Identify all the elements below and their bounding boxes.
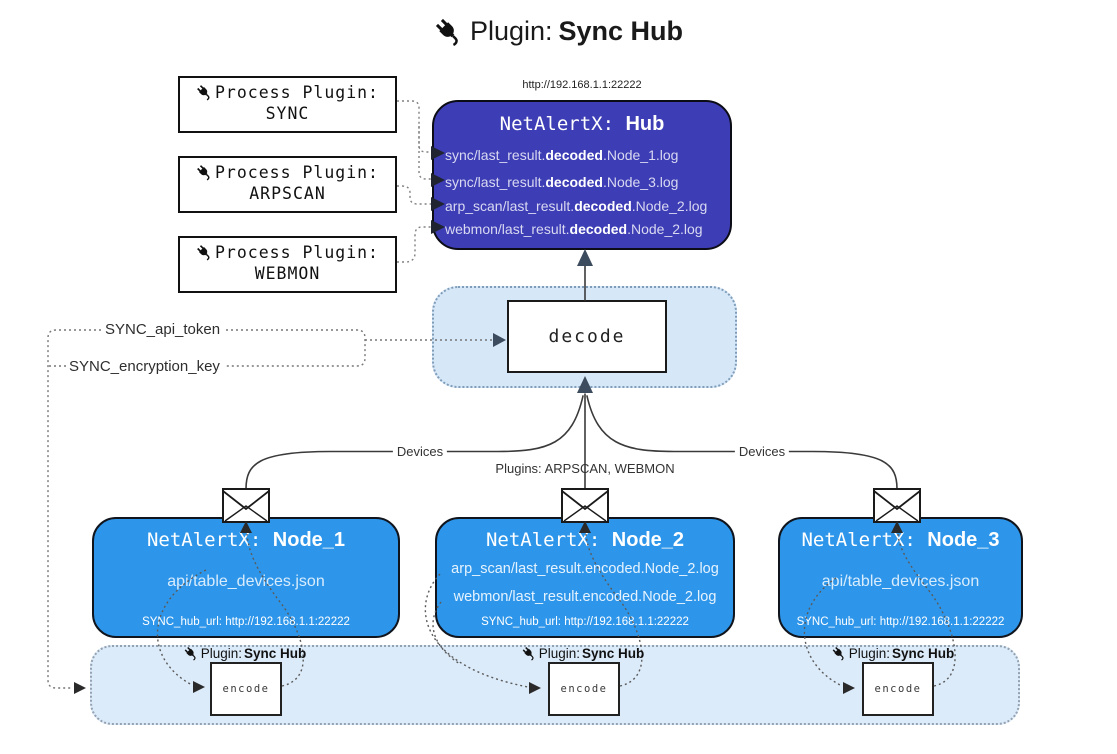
hub-file-line: arp_scan/last_result.decoded.Node_2.log [445,198,707,214]
band-plugin-label: Plugin: Sync Hub [184,646,307,661]
hub-file-pre: arp_scan/last_result. [445,198,575,214]
hub-title: NetAlertX: Hub [434,113,730,136]
node-title: NetAlertX: Node_1 [94,529,398,552]
sync-api-token-label: SYNC_api_token [102,321,224,338]
node-file: arp_scan/last_result.encoded.Node_2.log [451,561,719,577]
node-file: api/table_devices.json [167,573,325,590]
title-name: Sync Hub [558,16,684,46]
node-1-box: NetAlertX: Node_1 api/table_devices.json… [92,517,400,638]
plug-icon [434,17,464,47]
node-title-name: Node_1 [272,529,346,551]
node-hub-url: SYNC_hub_url: http://192.168.1.1:22222 [481,616,689,628]
encode-box: encode [862,662,934,716]
hub-title-prefix: NetAlertX: [499,113,615,135]
hub-file-post: .Node_2.log [627,221,703,237]
hub-file-line: webmon/last_result.decoded.Node_2.log [445,221,703,237]
hub-title-name: Hub [625,113,665,135]
hub-file-pre: sync/last_result. [445,147,546,163]
process-plugin-box-arpscan: Process Plugin: ARPSCAN [178,156,397,213]
node-title-prefix: NetAlertX: [801,529,916,551]
process-plugin-name: SYNC [265,104,310,123]
sync-encryption-key-label: SYNC_encryption_key [66,358,223,375]
plug-icon [832,646,847,661]
node-title-prefix: NetAlertX: [146,529,262,551]
band-plugin-prefix: Plugin: [200,646,243,661]
hub-file-bold: decoded [569,221,628,237]
title-prefix: Plugin: [469,16,553,46]
band-plugin-name: Sync Hub [244,646,307,661]
node-2-box: NetAlertX: Node_2 arp_scan/last_result.e… [435,517,735,638]
band-plugin-label: Plugin: Sync Hub [832,646,955,661]
edge-label-devices-right: Devices [734,444,790,459]
node-hub-url: SYNC_hub_url: http://192.168.1.1:22222 [142,616,350,628]
node-title-name: Node_3 [927,529,1000,551]
plugin-connectors [397,100,431,263]
process-plugin-label: Process Plugin: [214,163,379,182]
band-plugin-name: Sync Hub [582,646,645,661]
plug-icon [184,646,199,661]
node-3-box: NetAlertX: Node_3 api/table_devices.json… [778,517,1023,638]
node-title-name: Node_2 [611,529,685,551]
node-file: api/table_devices.json [821,573,980,590]
band-plugin-name: Sync Hub [892,646,955,661]
hub-file-pre: webmon/last_result. [445,221,570,237]
hub-file-pre: sync/last_result. [445,174,546,190]
node-title: NetAlertX: Node_2 [437,529,733,552]
edge-label-devices-left: Devices [392,444,448,459]
plug-icon [196,164,213,181]
hub-file-bold: decoded [545,147,603,163]
encode-box: encode [548,662,620,716]
decode-box: decode [507,300,667,373]
hub-file-post: .Node_2.log [631,198,708,214]
process-plugin-name: ARPSCAN [249,184,326,203]
plug-icon [196,84,213,101]
process-plugin-label: Process Plugin: [214,83,379,102]
band-plugin-label: Plugin: Sync Hub [522,646,645,661]
hub-url-caption: http://192.168.1.1:22222 [522,79,642,91]
process-plugin-name: WEBMON [254,264,321,283]
process-plugin-box-webmon: Process Plugin: WEBMON [178,236,397,293]
node-title: NetAlertX: Node_3 [780,529,1021,552]
hub-file-bold: decoded [545,174,603,190]
hub-file-post: .Node_3.log [602,174,679,190]
encode-box: encode [210,662,282,716]
hub-file-line: sync/last_result.decoded.Node_3.log [445,174,678,190]
hub-box: NetAlertX: Hub sync/last_result.decoded.… [432,100,732,250]
process-plugin-label: Process Plugin: [214,243,379,262]
process-plugin-box-sync: Process Plugin: SYNC [178,76,397,133]
node-title-prefix: NetAlertX: [485,529,601,551]
edge-label-plugins: Plugins: ARPSCAN, WEBMON [495,461,675,476]
node-hub-url: SYNC_hub_url: http://192.168.1.1:22222 [796,616,1005,628]
band-plugin-prefix: Plugin: [848,646,891,661]
page-title: Plugin: Sync Hub [0,16,1117,47]
plug-icon [196,244,213,261]
hub-file-bold: decoded [574,198,632,214]
node-file: webmon/last_result.encoded.Node_2.log [453,589,717,605]
hub-file-post: .Node_1.log [602,147,679,163]
plug-icon [522,646,537,661]
hub-file-line: sync/last_result.decoded.Node_1.log [445,147,678,163]
band-plugin-prefix: Plugin: [538,646,581,661]
